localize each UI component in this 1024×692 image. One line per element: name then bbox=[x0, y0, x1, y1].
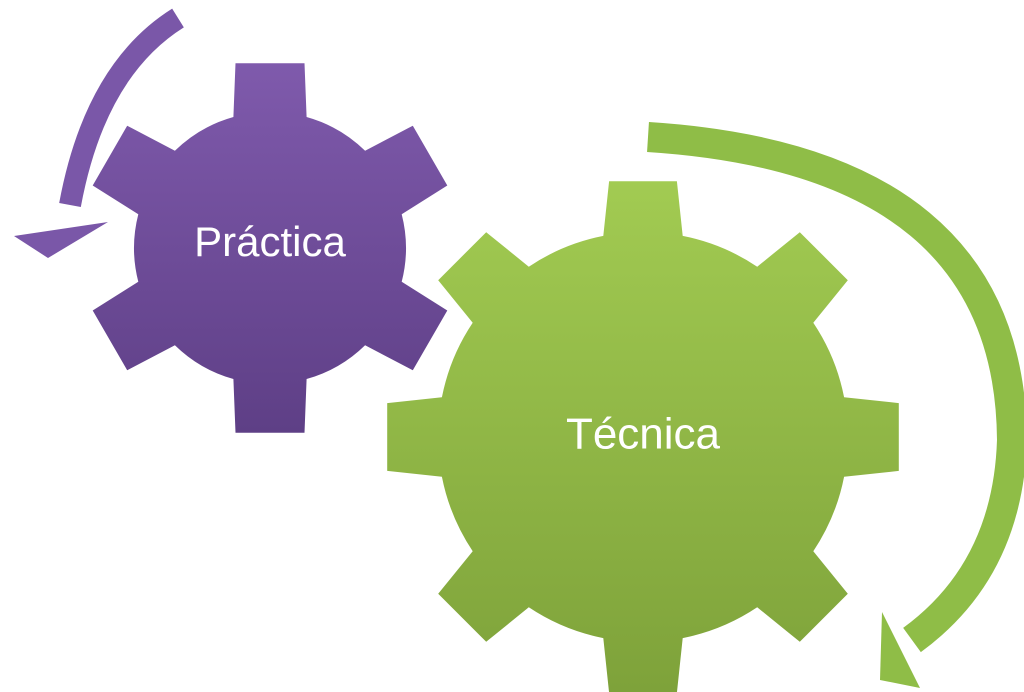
rotation-arrow-cw bbox=[647, 122, 1024, 688]
gear-large-shape bbox=[387, 181, 899, 692]
purple-arrow-arc bbox=[59, 8, 184, 208]
gear-large: Técnica bbox=[387, 181, 899, 692]
purple-arrow-head bbox=[14, 222, 108, 258]
gear-small-shape bbox=[92, 63, 448, 433]
green-arrow-arc bbox=[647, 122, 1024, 653]
gear-large-label: Técnica bbox=[566, 410, 721, 459]
gear-small-label: Práctica bbox=[194, 218, 346, 265]
green-arrow-head bbox=[880, 612, 920, 688]
rotation-arrow-ccw bbox=[14, 8, 184, 258]
gear-small: Práctica bbox=[92, 63, 448, 433]
